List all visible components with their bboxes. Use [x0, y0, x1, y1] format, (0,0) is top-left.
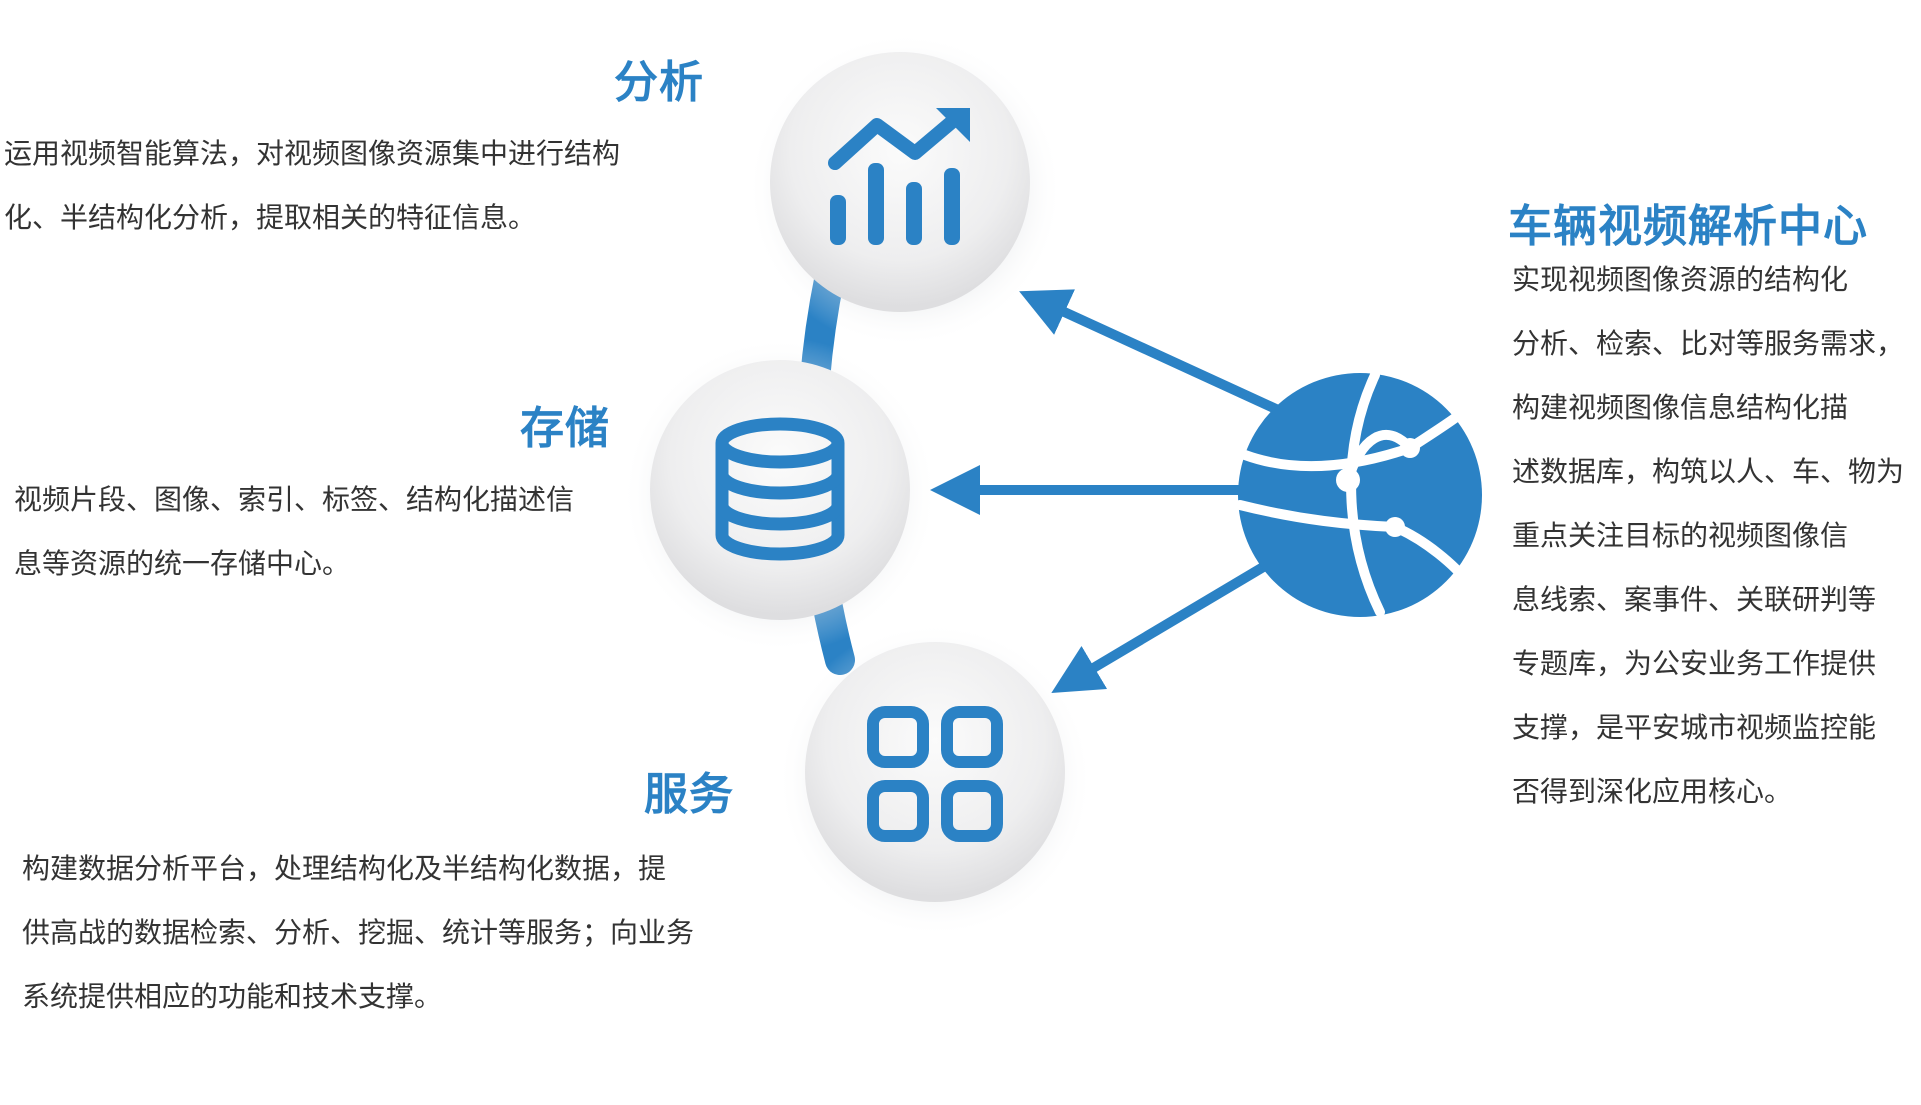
center-line-8: 支撑，是平安城市视频监控能	[1512, 711, 1877, 744]
globe-network-icon	[1235, 370, 1485, 617]
analysis-line-2: 化、半结构化分析，提取相关的特征信息。	[4, 201, 537, 234]
service-circle	[805, 642, 1065, 902]
service-line-2: 供高战的数据检索、分析、挖掘、统计等服务；向业务	[22, 916, 695, 949]
center-line-3: 构建视频图像信息结构化描	[1512, 391, 1849, 424]
analysis-title: 分析	[614, 57, 704, 108]
center-title: 车辆视频解析中心	[1508, 201, 1868, 252]
center-description: 实现视频图像资源的结构化 分析、检索、比对等服务需求， 构建视频图像信息结构化描…	[1512, 248, 1904, 824]
center-line-7: 专题库，为公安业务工作提供	[1512, 647, 1877, 680]
center-line-1: 实现视频图像资源的结构化	[1512, 263, 1849, 296]
grid-apps-icon	[867, 706, 1003, 842]
center-line-5: 重点关注目标的视频图像信	[1512, 519, 1849, 552]
service-line-1: 构建数据分析平台，处理结构化及半结构化数据，提	[22, 852, 667, 885]
service-description: 构建数据分析平台，处理结构化及半结构化数据，提 供高战的数据检索、分析、挖掘、统…	[22, 837, 694, 1029]
service-title: 服务	[644, 769, 734, 820]
storage-description: 视频片段、图像、索引、标签、结构化描述信 息等资源的统一存储中心。	[14, 468, 574, 596]
arrow-to-service	[1051, 555, 1278, 693]
analysis-description: 运用视频智能算法，对视频图像资源集中进行结构 化、半结构化分析，提取相关的特征信…	[4, 122, 620, 250]
chart-trend-up-icon	[828, 108, 970, 245]
center-line-9: 否得到深化应用核心。	[1512, 775, 1793, 808]
center-line-2: 分析、检索、比对等服务需求，	[1512, 327, 1905, 360]
arrow-to-analysis	[1019, 289, 1303, 425]
center-line-6: 息线索、案事件、关联研判等	[1512, 583, 1877, 616]
storage-line-2: 息等资源的统一存储中心。	[14, 547, 351, 580]
service-line-3: 系统提供相应的功能和技术支撑。	[22, 980, 443, 1013]
analysis-circle	[770, 52, 1030, 312]
center-line-4: 述数据库，构筑以人、车、物为	[1512, 455, 1905, 488]
storage-title: 存储	[520, 403, 610, 454]
database-icon	[715, 417, 845, 561]
analysis-line-1: 运用视频智能算法，对视频图像资源集中进行结构	[4, 137, 621, 170]
storage-line-1: 视频片段、图像、索引、标签、结构化描述信	[14, 483, 575, 516]
